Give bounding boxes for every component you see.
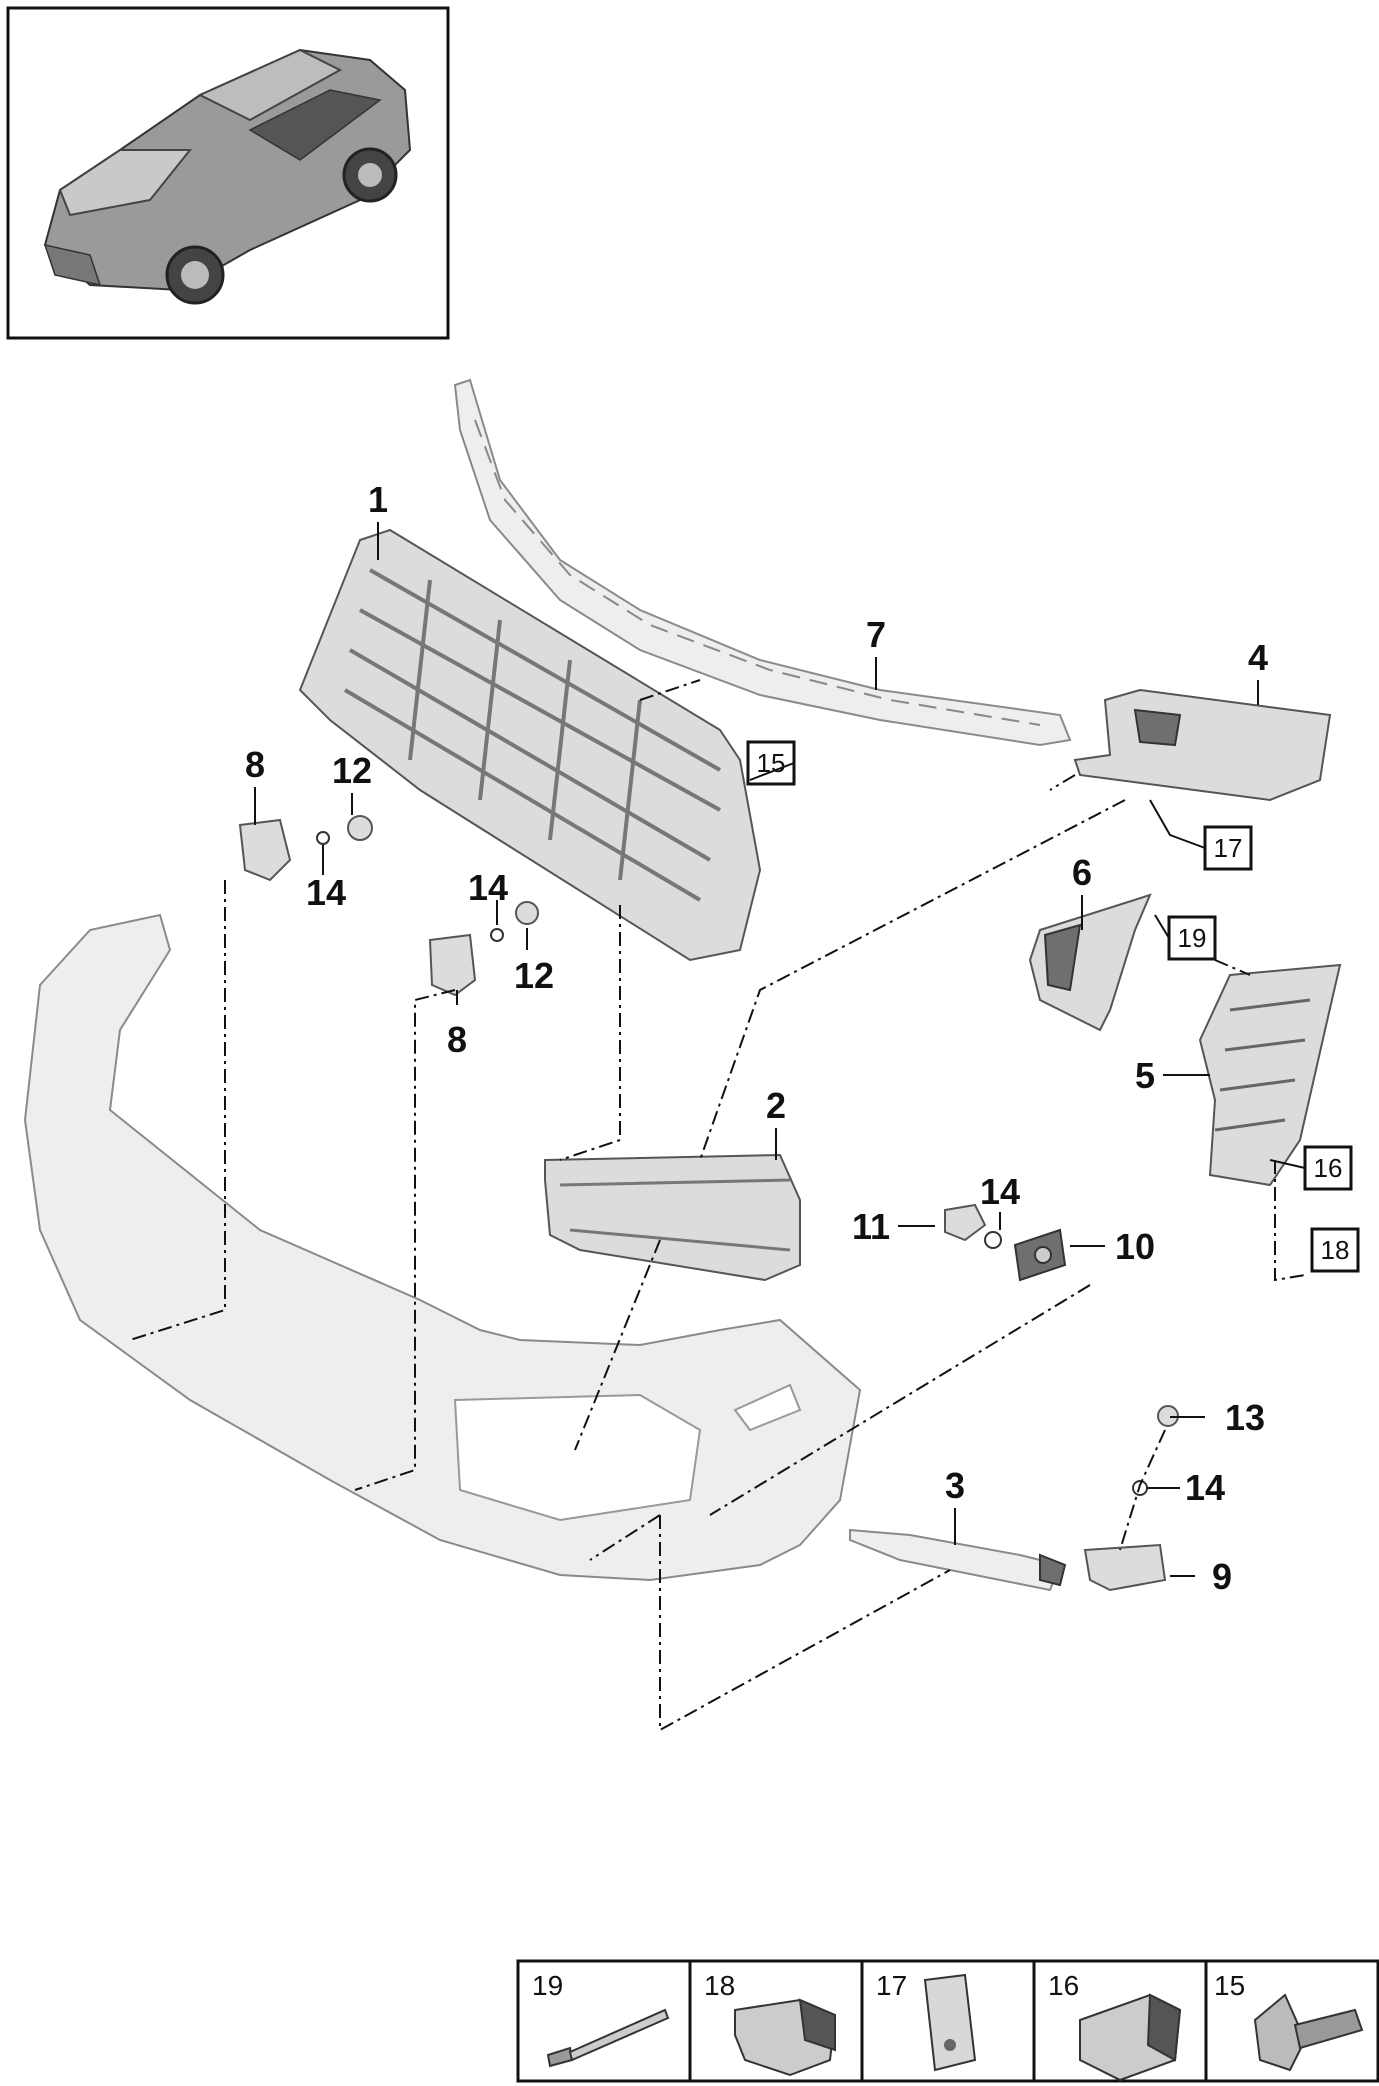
part-4-bracket: [1073, 688, 1332, 802]
callout-14-b: 14: [468, 867, 508, 908]
part-11-sensor: [944, 1203, 987, 1242]
callout-4: 4: [1248, 637, 1268, 678]
part-8-clip-a: [238, 818, 292, 882]
callout-5: 5: [1135, 1055, 1155, 1096]
part-8-clip-b: [428, 933, 477, 997]
svg-text:16: 16: [1314, 1153, 1343, 1183]
svg-text:18: 18: [704, 1970, 735, 2001]
callout-3: 3: [945, 1465, 965, 1506]
part-6-air-guide: [1028, 893, 1152, 1032]
rivet-icon: [546, 2008, 670, 2068]
legend-cell-19: 19: [532, 1970, 670, 2068]
ref-box-18: 18: [1310, 1227, 1360, 1273]
callout-9: 9: [1212, 1556, 1232, 1597]
part-12-sensor-a: [347, 815, 373, 841]
callout-12-b: 12: [514, 955, 554, 996]
legend-cell-18: 18: [704, 1970, 837, 2077]
part-2-frame: [544, 1153, 801, 1282]
reference-lines: [129, 679, 1306, 1732]
callout-7: 7: [866, 614, 886, 655]
callout-12-a: 12: [332, 750, 372, 791]
callout-1: 1: [368, 479, 388, 520]
part-14-ring-c: [984, 1231, 1002, 1249]
callout-10: 10: [1115, 1226, 1155, 1267]
part-10-holder: [1013, 1228, 1067, 1282]
svg-text:19: 19: [1178, 923, 1207, 953]
fastener-legend: 19 18 17 16: [516, 1959, 1379, 2083]
part-9-holder: [1083, 1543, 1167, 1592]
legend-cell-16: 16: [1048, 1970, 1182, 2082]
svg-text:18: 18: [1321, 1235, 1350, 1265]
svg-text:15: 15: [757, 748, 786, 778]
svg-text:19: 19: [532, 1970, 563, 2001]
bumper-cover: [23, 913, 862, 1582]
ref-box-16: 16: [1303, 1145, 1353, 1191]
part-5-side-bracket: [1198, 963, 1342, 1187]
part-7-absorber: [453, 378, 1072, 747]
nut-clip-icon: [923, 1973, 977, 2072]
callout-11: 11: [852, 1206, 890, 1247]
callout-13: 13: [1225, 1397, 1265, 1438]
callout-14-c: 14: [980, 1171, 1020, 1212]
svg-text:17: 17: [1214, 833, 1243, 863]
ref-box-17: 17: [1203, 825, 1253, 871]
callout-14-a: 14: [306, 872, 346, 913]
car-icon: [43, 48, 412, 305]
part-14-ring-b: [490, 928, 504, 942]
callout-8-a: 8: [245, 744, 265, 785]
svg-text:16: 16: [1048, 1970, 1079, 2001]
leader-lines: [254, 522, 1259, 1577]
callout-8-b: 8: [447, 1019, 467, 1060]
part-3-trim-strip: [849, 1528, 1067, 1592]
part-12-sensor-b: [515, 901, 539, 925]
clip-icon: [734, 1998, 837, 2077]
svg-text:15: 15: [1214, 1970, 1245, 2001]
legend-cell-15: 15: [1214, 1970, 1364, 2072]
boxed-reference-numbers: 15 17 19 16 18: [746, 740, 1360, 1273]
callout-14-d: 14: [1185, 1467, 1225, 1508]
legend-cell-17: 17: [876, 1970, 977, 2072]
screw-icon: [1253, 1993, 1364, 2072]
ref-box-19: 19: [1167, 915, 1217, 961]
bracket-clip-icon: [1079, 1993, 1182, 2082]
part-14-ring-a: [316, 831, 330, 845]
callout-2: 2: [766, 1085, 786, 1126]
svg-text:17: 17: [876, 1970, 907, 2001]
vehicle-thumbnail: [6, 6, 450, 340]
part-1-grille-carrier: [298, 528, 762, 962]
callout-6: 6: [1072, 852, 1092, 893]
callout-numbers: 1 2 3 4 5 6 7 8 8 9 10 11 12 12 13 14 14…: [245, 479, 1268, 1597]
